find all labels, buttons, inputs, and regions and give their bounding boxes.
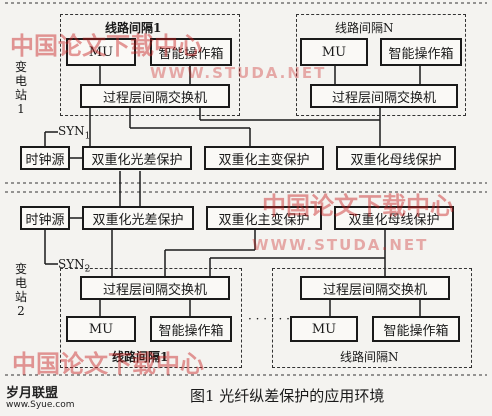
- s2-transformer-protection: 双重化主变保护: [206, 206, 322, 230]
- s1-bay1-mu: MU: [66, 38, 136, 66]
- substation2-label: 变电站2: [14, 262, 27, 318]
- s2-bay1-title: 线路间隔1: [112, 350, 169, 364]
- s1-line-protection: 双重化光差保护: [82, 146, 192, 170]
- s2-bayN-mu: MU: [290, 316, 358, 342]
- s2-clock-source: 时钟源: [20, 206, 70, 230]
- s1-bus-protection: 双重化母线保护: [336, 146, 456, 170]
- s2-bayN-switch: 过程层间隔交换机: [300, 276, 450, 300]
- site-logo-url: www.Syue.com: [6, 400, 75, 410]
- s1-bayN-ied: 智能操作箱: [380, 38, 462, 66]
- s1-bayN-switch: 过程层间隔交换机: [310, 84, 458, 108]
- s2-bay1-ied: 智能操作箱: [150, 316, 232, 342]
- figure-caption: 图1 光纤纵差保护的应用环境: [190, 387, 385, 405]
- s2-bay1-switch: 过程层间隔交换机: [80, 276, 230, 300]
- s1-clock-source: 时钟源: [20, 146, 70, 170]
- s1-bay1-title: 线路间隔1: [105, 21, 162, 35]
- s2-bayN-title: 线路间隔N: [340, 350, 399, 364]
- s2-syn-label: SYN2: [58, 257, 91, 275]
- bay-ellipsis: · · · · · ·: [248, 312, 290, 326]
- s1-syn-label: SYN1: [58, 124, 91, 142]
- substation1-label: 变电站1: [14, 60, 27, 116]
- s1-bay1-switch: 过程层间隔交换机: [80, 84, 230, 108]
- s2-bayN-region: [272, 268, 472, 368]
- s1-bay1-ied: 智能操作箱: [150, 38, 232, 66]
- s1-bayN-mu: MU: [300, 38, 368, 66]
- site-logo: 岁月联盟: [6, 386, 59, 401]
- s1-bayN-region: [296, 14, 466, 116]
- s1-bay1-region: [60, 14, 240, 116]
- s2-line-protection: 双重化光差保护: [82, 206, 194, 230]
- s2-bay1-region: [60, 268, 242, 368]
- s2-bay1-mu: MU: [66, 316, 136, 342]
- s2-bayN-ied: 智能操作箱: [372, 316, 460, 342]
- s1-bayN-title: 线路间隔N: [335, 21, 394, 35]
- s1-transformer-protection: 双重化主变保护: [204, 146, 324, 170]
- s2-bus-protection: 双重化母线保护: [334, 206, 454, 230]
